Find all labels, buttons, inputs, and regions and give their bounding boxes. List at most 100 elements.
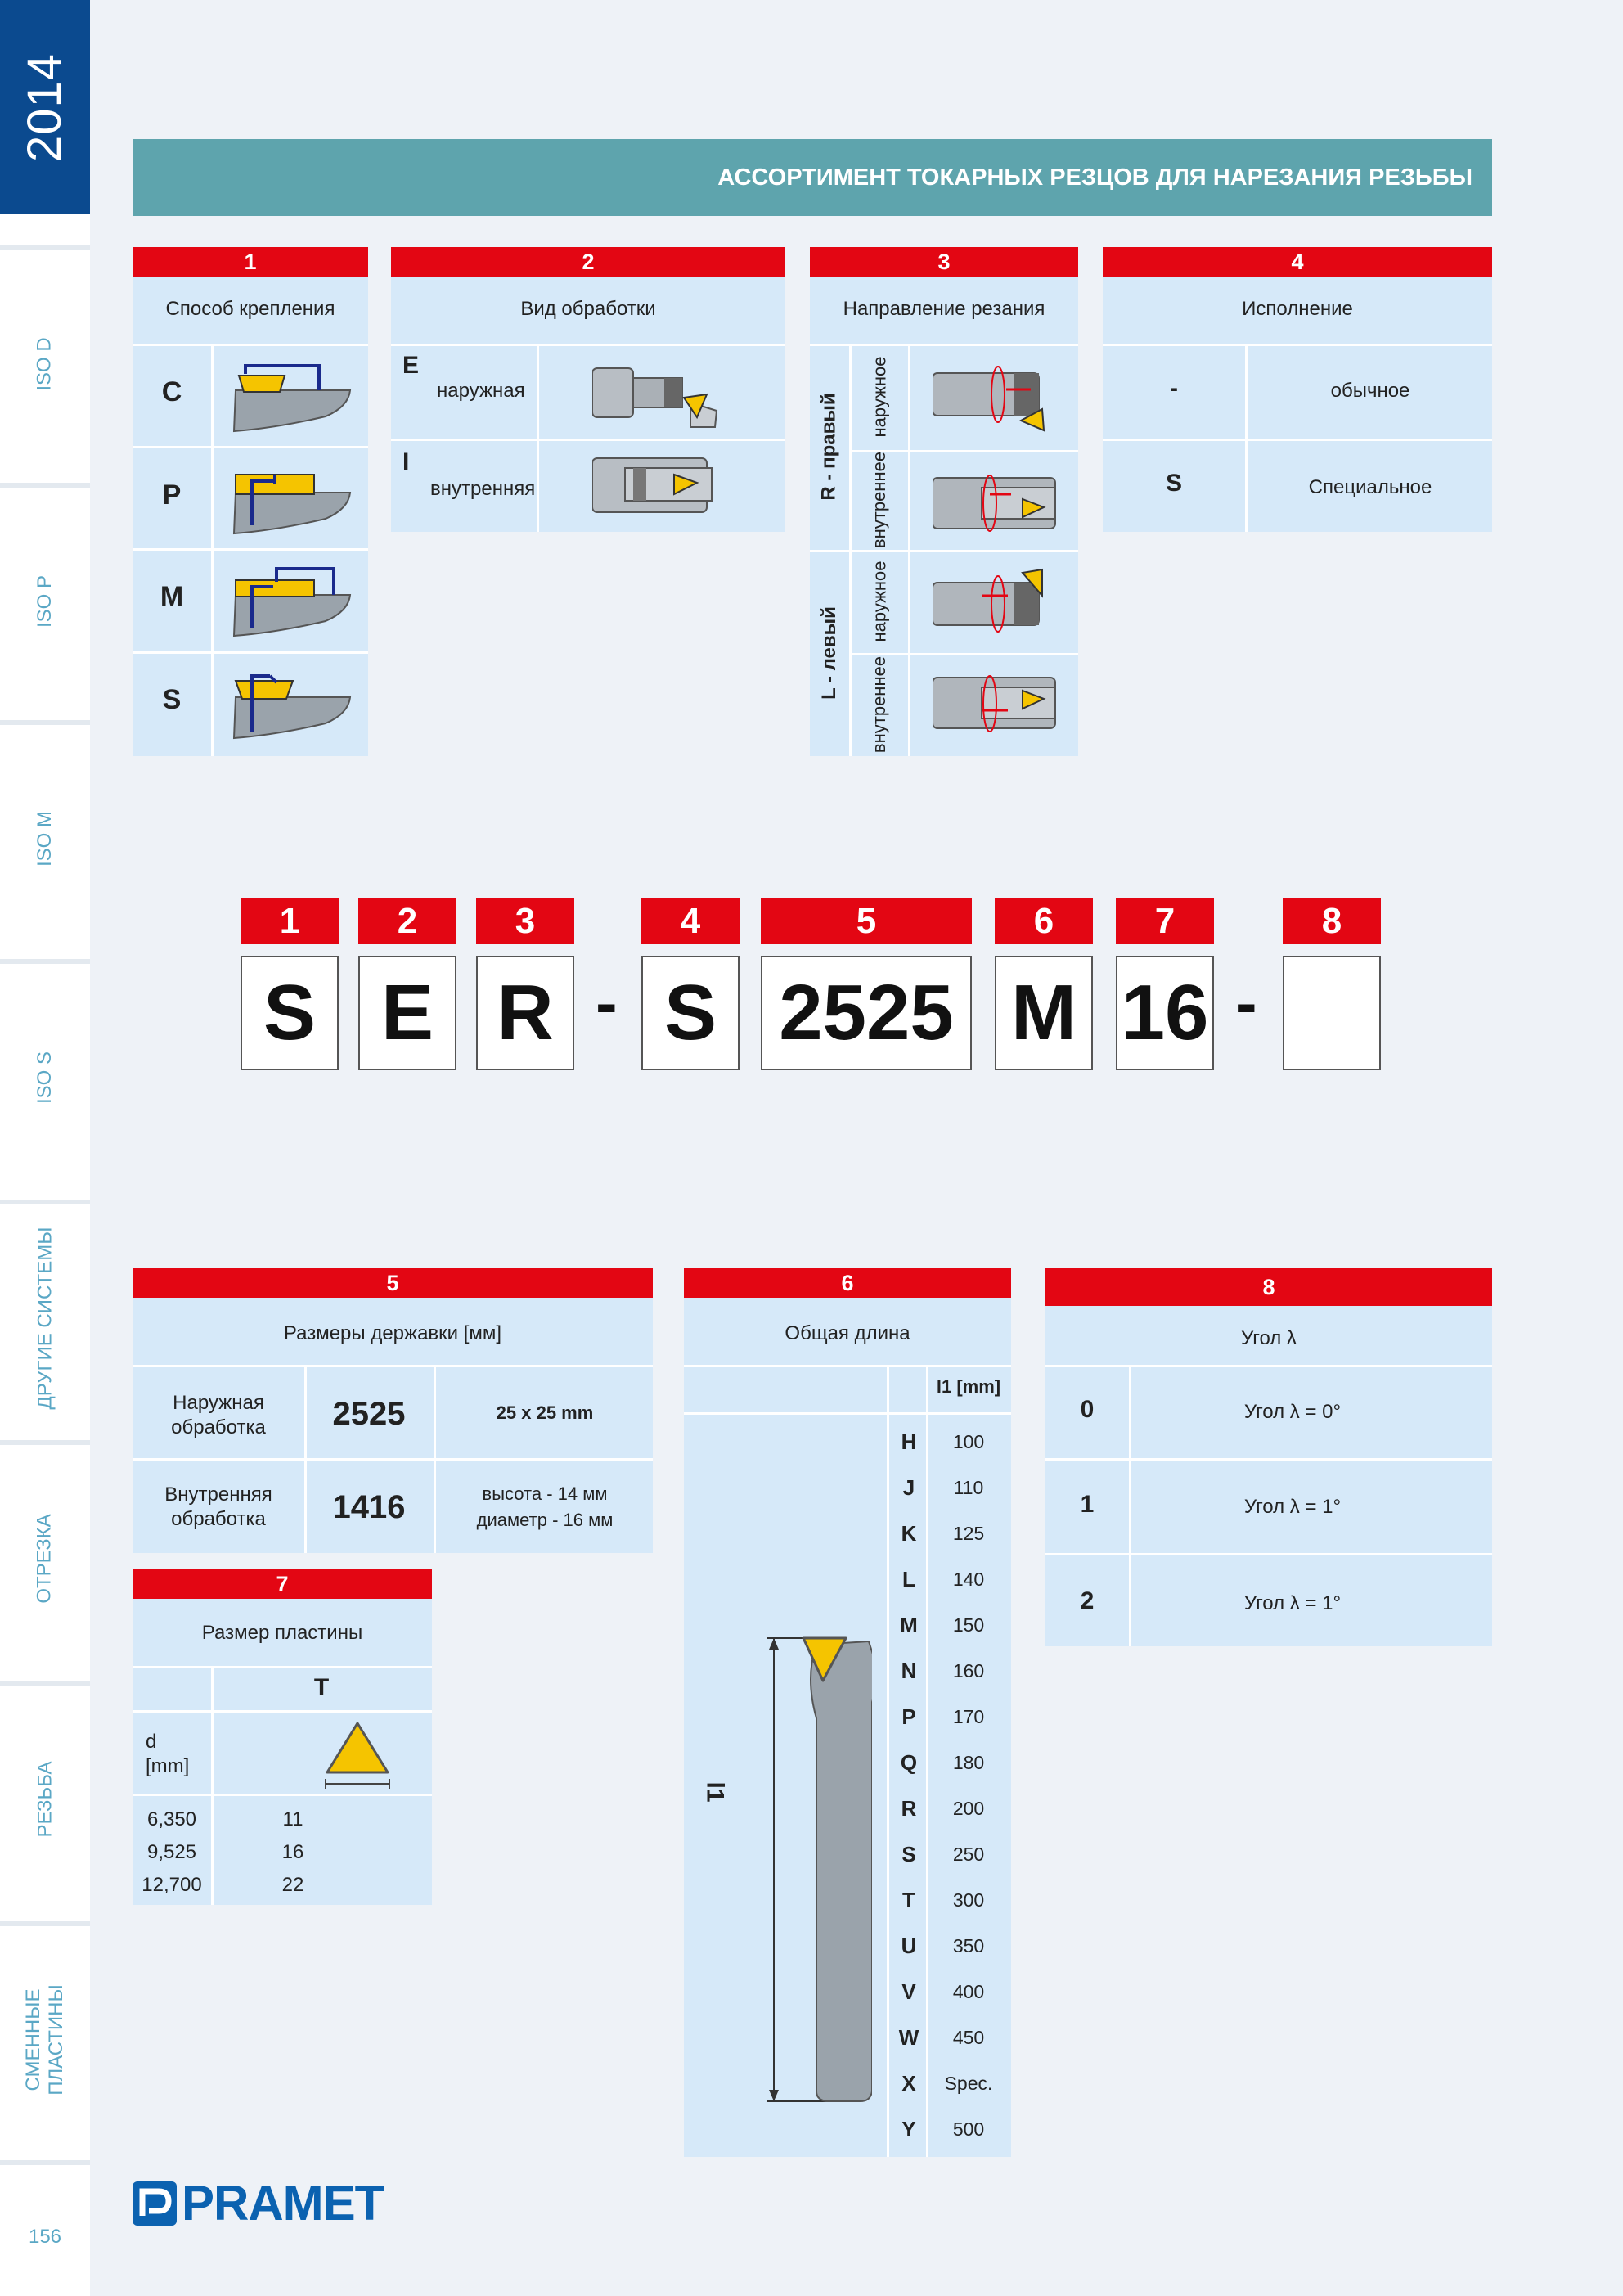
insert-d-1: 6,350 xyxy=(146,1808,197,1830)
logo-text: PRAMET xyxy=(182,2176,384,2231)
holder-label-external: Наружная обработка xyxy=(171,1392,266,1438)
direction-left-label: L - левый xyxy=(818,606,840,700)
insert-d-3: 12,700 xyxy=(142,1874,202,1896)
clamp-code-s: S xyxy=(162,684,182,715)
panel-number: 1 xyxy=(133,247,368,277)
code-num-3: 3 xyxy=(476,898,574,944)
sidebar-item-iso-m[interactable]: ISO M xyxy=(33,810,56,867)
panel-number: 4 xyxy=(1103,247,1492,277)
sidebar-item-inserts[interactable]: СМЕННЫЕ ПЛАСТИНЫ xyxy=(22,1984,67,2096)
length-code: W xyxy=(898,2025,919,2050)
direction-l-external-label: наружное xyxy=(869,560,889,642)
panel-insert-size: 7 Размер пластины T d [mm] 6,350 11 9,52… xyxy=(133,1569,432,1905)
insert-t-1: 11 xyxy=(282,1808,303,1830)
length-value: 400 xyxy=(952,1981,985,2002)
sidebar-item-iso-s[interactable]: ISO S xyxy=(34,1051,56,1105)
length-code: T xyxy=(902,1888,915,1912)
length-value: 110 xyxy=(953,1477,984,1498)
code-dash: - xyxy=(596,966,618,1039)
length-row: J 110 xyxy=(887,1465,1070,1510)
length-dimension-label: l1 xyxy=(702,1781,729,1803)
insert-d-2: 9,525 xyxy=(146,1841,197,1863)
clamp-p-icon xyxy=(232,474,352,535)
length-value: 500 xyxy=(952,2118,985,2140)
length-value: 160 xyxy=(952,1660,985,1681)
pramet-logo-icon xyxy=(133,2181,177,2226)
sidebar-item-parting[interactable]: ОТРЕЗКА xyxy=(34,1514,56,1604)
direction-r-internal-label: внутреннее xyxy=(869,451,889,549)
length-code: U xyxy=(901,1934,917,1958)
length-value: 100 xyxy=(952,1431,985,1452)
length-value: 250 xyxy=(952,1844,985,1865)
sidebar-item-iso-d[interactable]: ISO D xyxy=(34,337,56,391)
sidebar-item-other-systems[interactable]: ДРУГИЕ СИСТЕМЫ xyxy=(34,1227,56,1410)
angle-code-1: 1 xyxy=(1080,1491,1095,1518)
length-row: N 160 xyxy=(887,1648,1070,1694)
holder-drawing-icon xyxy=(767,1636,872,2102)
length-code: X xyxy=(901,2071,916,2096)
code-value-4: S xyxy=(641,956,740,1070)
length-code: N xyxy=(901,1659,917,1683)
sidebar-item-threading[interactable]: РЕЗЬБА xyxy=(34,1761,56,1838)
machining-label-external: наружная xyxy=(437,380,525,402)
triangle-insert-icon xyxy=(325,1722,390,1789)
length-code: J xyxy=(902,1475,915,1500)
angle-code-2: 2 xyxy=(1080,1587,1095,1614)
length-value: 300 xyxy=(952,1889,985,1911)
length-value: 200 xyxy=(952,1798,985,1819)
clamp-code-c: C xyxy=(161,376,182,407)
length-code: V xyxy=(901,1979,916,2004)
direction-l-internal-label: внутреннее xyxy=(869,655,889,754)
holder-desc-external: 25 x 25 mm xyxy=(496,1402,594,1423)
panel-caption: Размер пластины xyxy=(201,1622,363,1644)
code-value-2: E xyxy=(358,956,456,1070)
length-row: T 300 xyxy=(887,1877,1070,1923)
length-row: R 200 xyxy=(887,1785,1070,1831)
length-col-header: l1 [mm] xyxy=(936,1376,1001,1397)
clamp-c-icon xyxy=(232,364,352,433)
code-value-8 xyxy=(1283,956,1381,1070)
page-number: 156 xyxy=(28,2226,62,2248)
panel-holder-dimensions: 5 Размеры державки [мм] Наружная обработ… xyxy=(133,1268,653,1553)
panel-number: 3 xyxy=(810,247,1078,277)
length-code: R xyxy=(901,1796,917,1821)
direction-right-label: R - правый xyxy=(818,393,841,501)
page-title: АССОРТИМЕНТ ТОКАРНЫХ РЕЗЦОВ ДЛЯ НАРЕЗАНИ… xyxy=(717,164,1472,191)
panel-number: 8 xyxy=(1045,1268,1492,1306)
panel-number: 2 xyxy=(391,247,785,277)
code-value-6: M xyxy=(995,956,1093,1070)
r-internal-icon xyxy=(933,475,1056,532)
panel-number: 7 xyxy=(133,1569,432,1599)
panel-caption: Способ крепления xyxy=(165,298,335,320)
code-value-1: S xyxy=(241,956,339,1070)
code-num-7: 7 xyxy=(1116,898,1214,944)
angle-label-0: Угол λ = 0° xyxy=(1243,1401,1342,1423)
sidebar xyxy=(0,0,90,2296)
panel-caption: Угол λ xyxy=(1241,1327,1297,1349)
machining-label-internal: внутренняя xyxy=(430,478,536,500)
length-value: 125 xyxy=(952,1523,985,1544)
l-internal-icon xyxy=(933,675,1056,732)
length-code: Y xyxy=(901,2117,916,2141)
code-num-6: 6 xyxy=(995,898,1093,944)
length-code: M xyxy=(900,1613,918,1637)
year-tab xyxy=(0,0,90,214)
execution-code-special: S xyxy=(1165,470,1182,497)
panel-clamping-method: 1 Способ крепления C P M S xyxy=(133,247,368,756)
panel-caption: Исполнение xyxy=(1242,298,1353,320)
holder-label-internal: Внутренняя обработка xyxy=(164,1483,272,1530)
length-row: V 400 xyxy=(887,1969,1070,2015)
sidebar-item-iso-p[interactable]: ISO P xyxy=(34,574,56,628)
length-value: 140 xyxy=(952,1569,985,1590)
r-external-icon xyxy=(933,366,1045,432)
length-code: H xyxy=(901,1429,917,1454)
panel-number: 6 xyxy=(684,1268,1011,1298)
section-header: АССОРТИМЕНТ ТОКАРНЫХ РЕЗЦОВ ДЛЯ НАРЕЗАНИ… xyxy=(133,139,1492,216)
length-row: H 100 xyxy=(887,1419,1070,1465)
angle-label-2: Угол λ = 1° xyxy=(1243,1592,1342,1614)
